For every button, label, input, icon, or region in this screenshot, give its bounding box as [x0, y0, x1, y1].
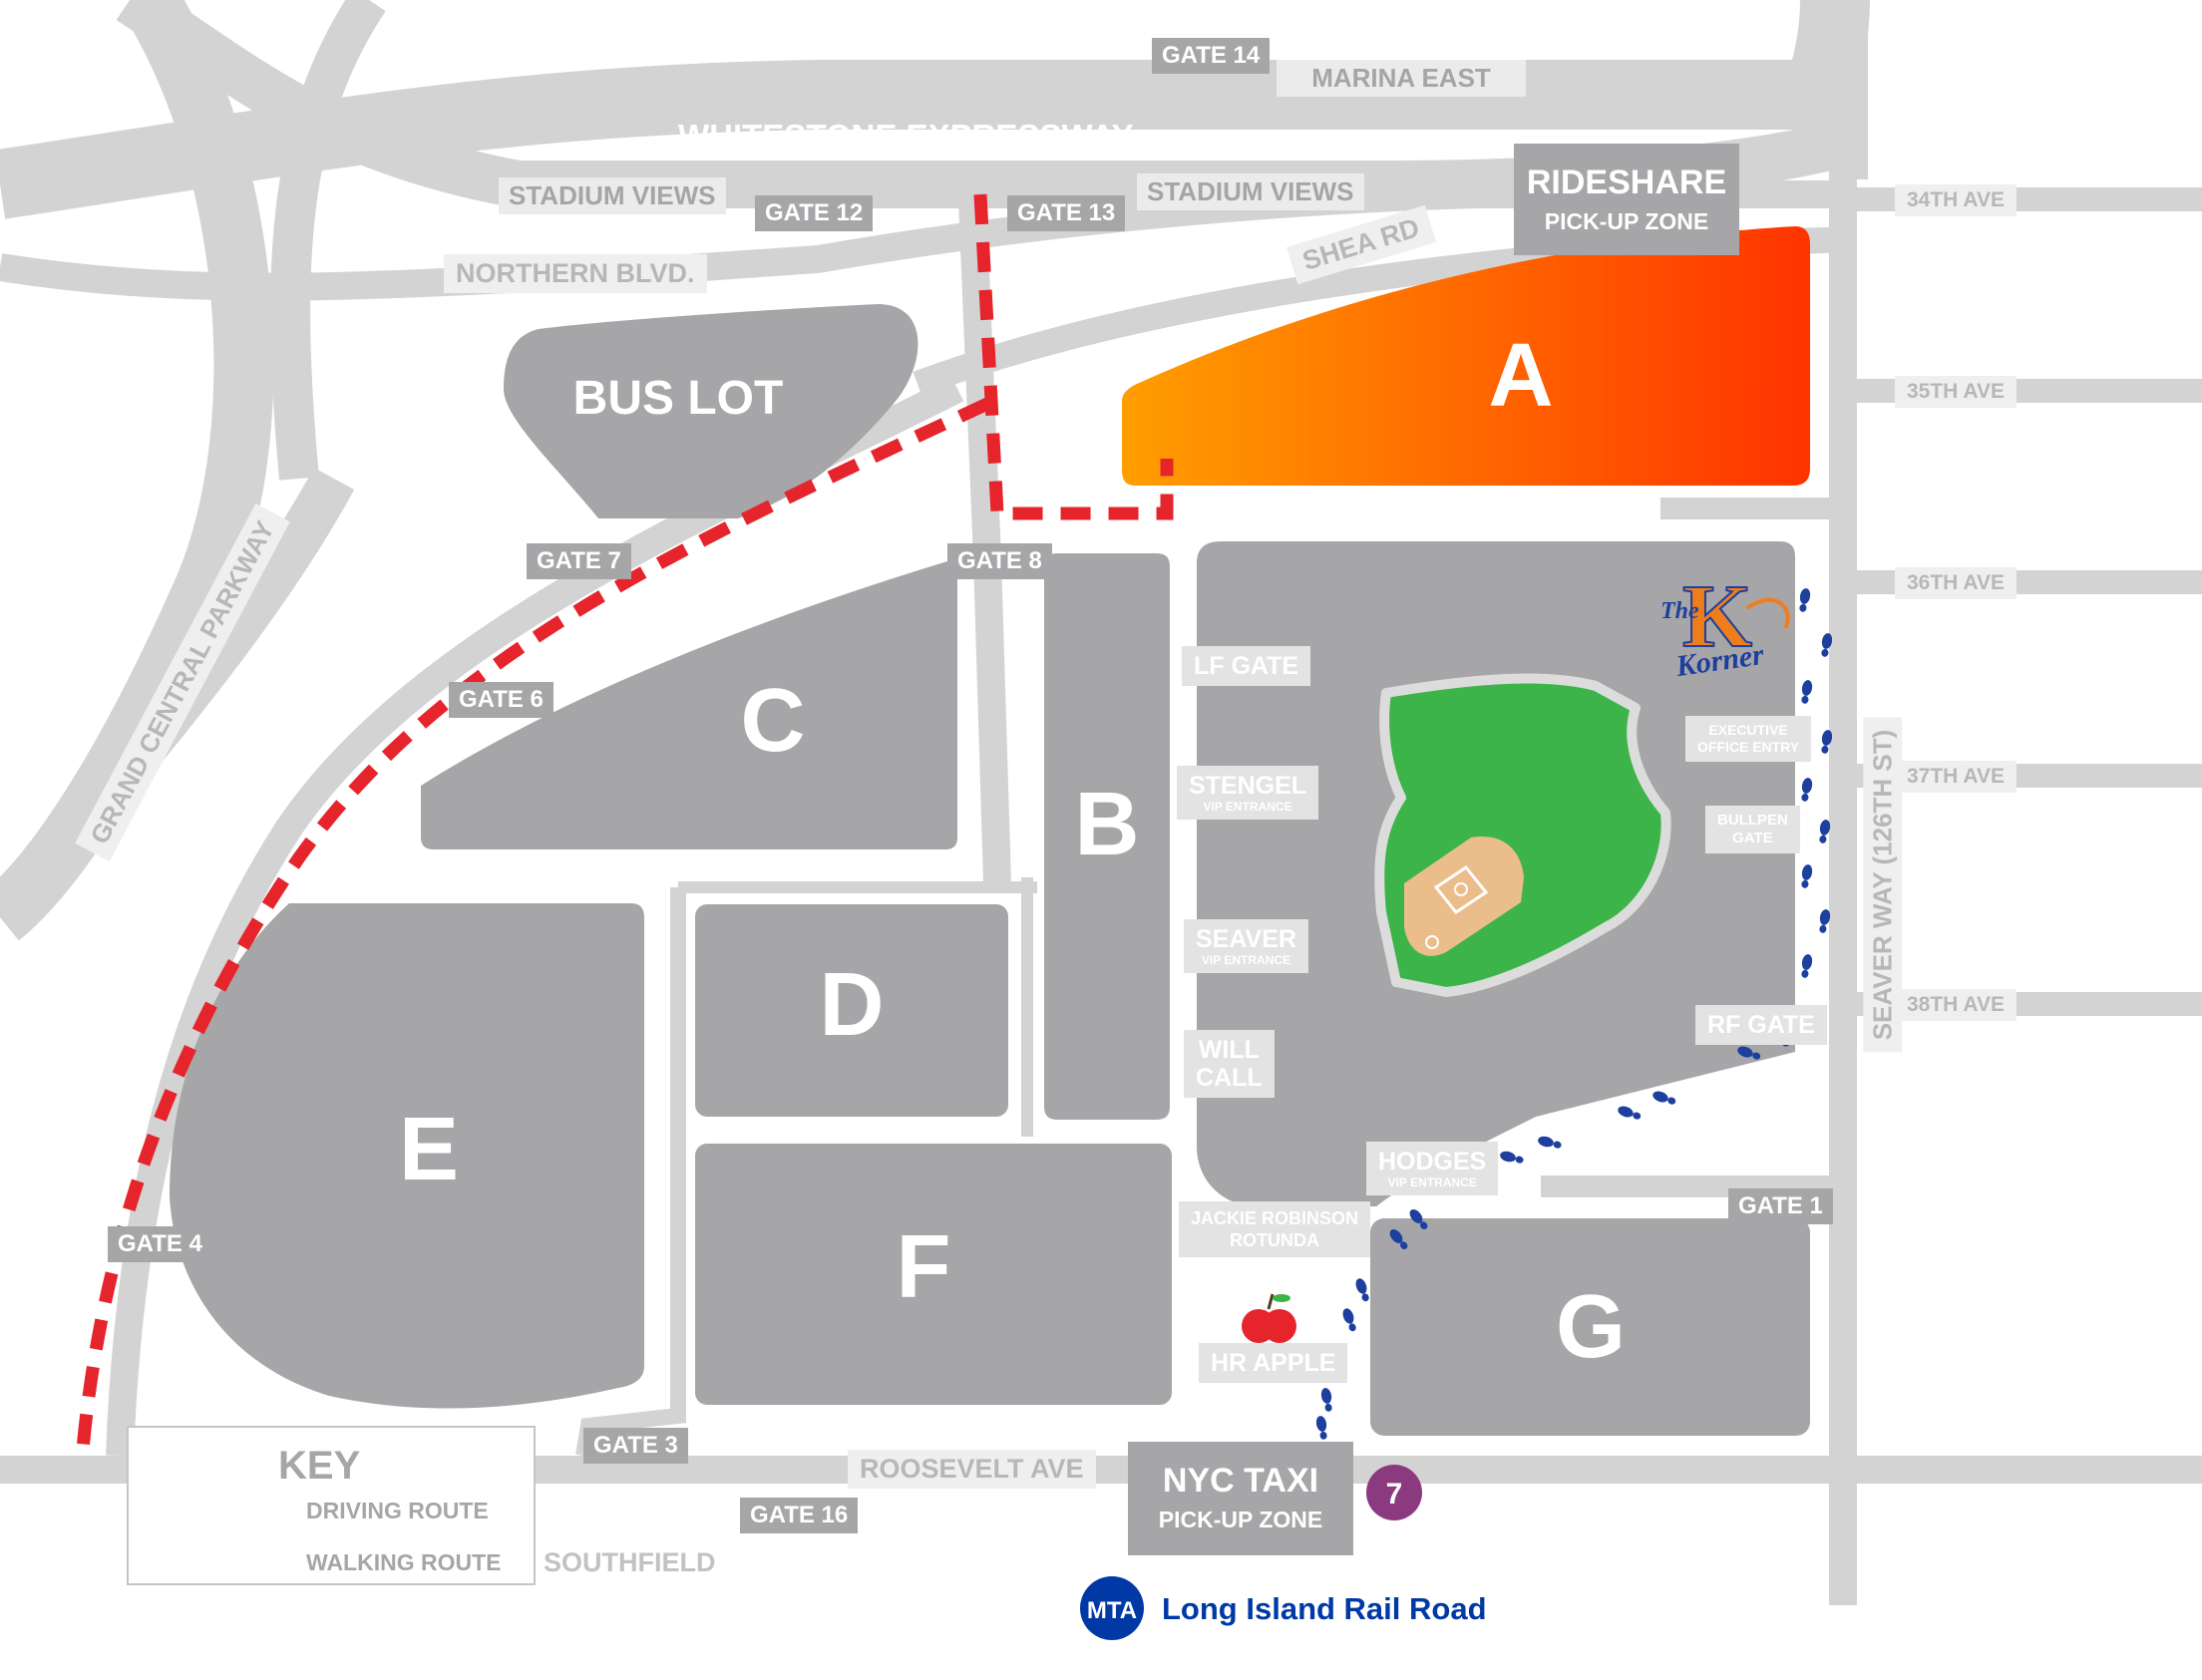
gate-3-label: GATE 3: [583, 1428, 688, 1464]
lot-g-label: G: [1555, 1277, 1626, 1377]
stengel-sub: VIP ENTRANCE: [1203, 800, 1292, 814]
stadium-views-left-label: STADIUM VIEWS: [499, 177, 726, 214]
lot-b-label: B: [1074, 775, 1140, 874]
lot-d: [695, 904, 1008, 1117]
executive-office-entry: EXECUTIVE OFFICE ENTRY: [1685, 716, 1812, 762]
lot-e: [170, 903, 644, 1409]
bus-lot: [504, 304, 918, 518]
rideshare-zone: RIDESHARE PICK-UP ZONE: [1514, 144, 1739, 255]
southfield-label: SOUTHFIELD: [544, 1547, 716, 1577]
marina-east-label: MARINA EAST: [1277, 60, 1526, 97]
taxi-subtitle: PICK-UP ZONE: [1158, 1507, 1323, 1532]
bullpen-line-2: GATE: [1732, 830, 1773, 846]
gate-12-label: GATE 12: [755, 195, 874, 231]
subway-7-label: 7: [1386, 1478, 1403, 1511]
jackie-line-2: ROTUNDA: [1230, 1230, 1320, 1250]
jackie-line-1: JACKIE ROBINSON: [1191, 1208, 1359, 1228]
lot-f-label: F: [896, 1217, 951, 1317]
lot-f: [695, 1144, 1172, 1405]
mta-logo-text: MTA: [1087, 1597, 1137, 1624]
gate-6-label: GATE 6: [449, 682, 553, 718]
k-korner-logo: K The Korner: [1660, 566, 1790, 683]
taxi-zone: NYC TAXI PICK-UP ZONE: [1128, 1442, 1353, 1555]
rf-gate-label: RF GATE: [1695, 1005, 1827, 1045]
bullpen-line-1: BULLPEN: [1717, 812, 1788, 829]
37th-ave-label: 37TH AVE: [1895, 761, 2018, 793]
hr-apple-label: HR APPLE: [1199, 1343, 1348, 1383]
key-driving-label: DRIVING ROUTE: [306, 1498, 489, 1523]
hodges-gate: HODGES VIP ENTRANCE: [1366, 1142, 1499, 1195]
apple-icon: [1242, 1293, 1296, 1343]
exec-line-1: EXECUTIVE: [1708, 722, 1788, 738]
gate-7-label: GATE 7: [527, 543, 631, 579]
gate-8-label: GATE 8: [947, 543, 1052, 579]
key-walking-label: WALKING ROUTE: [306, 1549, 502, 1575]
rideshare-title: RIDESHARE: [1526, 164, 1727, 201]
34th-ave-label: 34TH AVE: [1895, 184, 2018, 216]
taxi-title: NYC TAXI: [1162, 1462, 1319, 1500]
gate-16-label: GATE 16: [740, 1498, 859, 1533]
lot-d-label: D: [819, 955, 885, 1055]
baseball-field: [1374, 673, 1671, 997]
lot-g: [1370, 1218, 1810, 1436]
will-call-line-1: WILL: [1198, 1036, 1260, 1064]
lf-gate-label: LF GATE: [1182, 646, 1311, 686]
lot-a-label: A: [1488, 326, 1554, 426]
will-call-line-2: CALL: [1196, 1064, 1263, 1092]
seaver-label: SEAVER: [1196, 925, 1296, 953]
roosevelt-ave-label: ROOSEVELT AVE: [848, 1450, 1096, 1489]
gate-14-label: GATE 14: [1152, 38, 1271, 74]
stengel-label: STENGEL: [1189, 772, 1307, 800]
36th-ave-label: 36TH AVE: [1895, 567, 2018, 599]
lot-b: [1044, 553, 1170, 1120]
hodges-sub: VIP ENTRANCE: [1387, 1176, 1477, 1189]
bus-lot-label: BUS LOT: [572, 372, 784, 425]
subway-7-icon: 7: [1366, 1465, 1422, 1520]
jackie-robinson-rotunda: JACKIE ROBINSON ROTUNDA: [1179, 1201, 1371, 1257]
northern-blvd-label: NORTHERN BLVD.: [444, 254, 707, 293]
svg-text:K: K: [1682, 567, 1752, 666]
35th-ave-label: 35TH AVE: [1895, 376, 2018, 408]
svg-text:The: The: [1660, 598, 1699, 624]
map-key: KEY DRIVING ROUTE WALKING ROUTE: [127, 1426, 536, 1585]
gate-13-label: GATE 13: [1007, 195, 1126, 231]
seaver-gate: SEAVER VIP ENTRANCE: [1184, 919, 1308, 973]
will-call-gate: WILL CALL: [1184, 1030, 1275, 1098]
seaver-sub: VIP ENTRANCE: [1201, 953, 1291, 967]
lot-c-label: C: [740, 671, 806, 771]
gate-4-label: GATE 4: [108, 1226, 212, 1262]
lot-c: [421, 558, 957, 849]
lot-a: [1122, 226, 1810, 486]
hodges-label: HODGES: [1378, 1148, 1487, 1176]
lot-e-label: E: [398, 1100, 460, 1199]
rideshare-subtitle: PICK-UP ZONE: [1544, 208, 1709, 234]
whitestone-expressway-label: WHITESTONE EXPRESSWAY: [678, 118, 1134, 155]
exec-line-2: OFFICE ENTRY: [1697, 739, 1800, 755]
stengel-gate: STENGEL VIP ENTRANCE: [1177, 766, 1319, 820]
38th-ave-label: 38TH AVE: [1895, 989, 2018, 1021]
gate-1-label: GATE 1: [1728, 1188, 1833, 1224]
stadium-views-right-label: STADIUM VIEWS: [1137, 173, 1364, 210]
mta-logo: MTA: [1080, 1576, 1144, 1640]
lirr-label: Long Island Rail Road: [1162, 1591, 1487, 1626]
bullpen-gate: BULLPEN GATE: [1705, 806, 1800, 853]
road-network: [0, 0, 2202, 1605]
key-title: KEY: [278, 1444, 361, 1488]
